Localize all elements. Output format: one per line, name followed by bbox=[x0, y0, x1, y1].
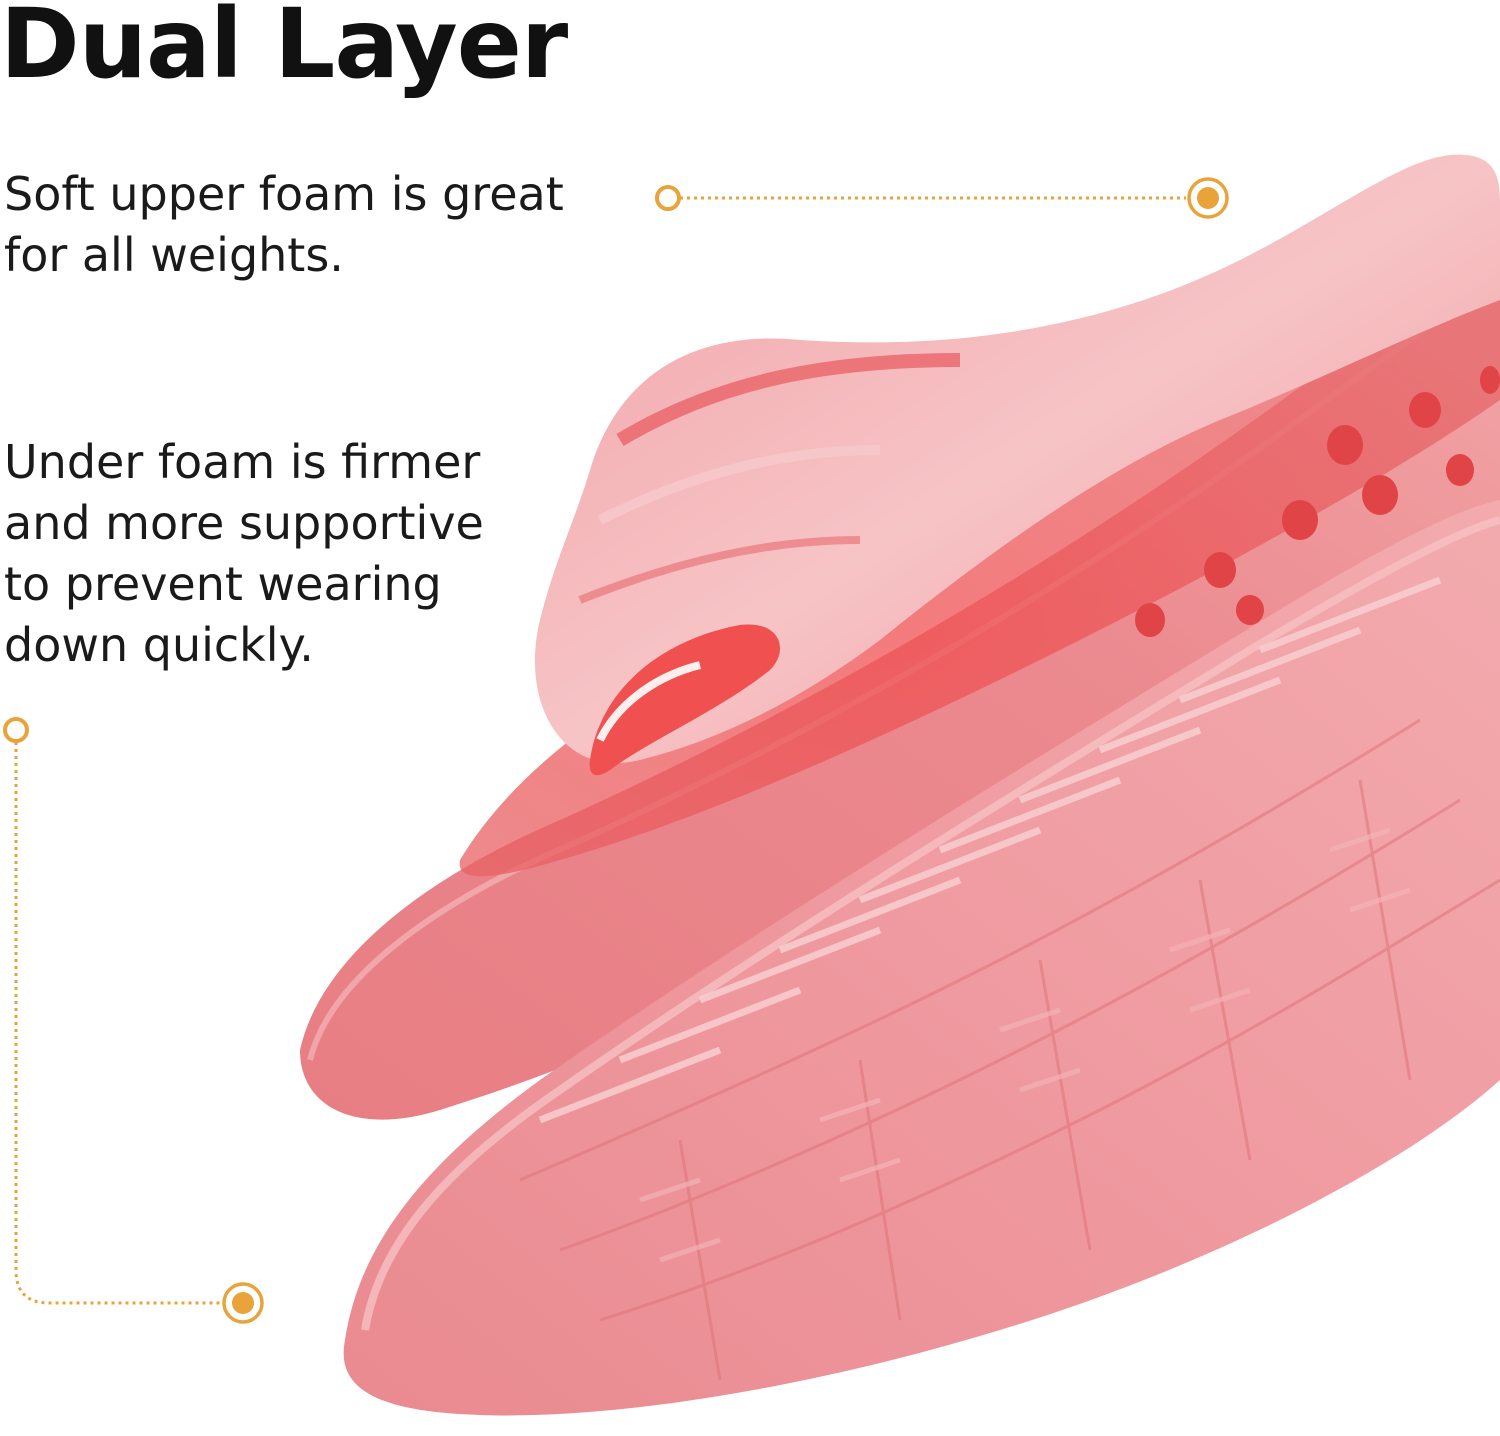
upper-foam-caption-line: Soft upper foam is great bbox=[4, 167, 564, 221]
under-foam-caption-line: Under foam is firmer bbox=[4, 435, 481, 489]
under-foam-caption: Under foam is firmer and more supportive… bbox=[4, 432, 484, 676]
upper-slide bbox=[300, 154, 1500, 1120]
upper-foam-caption-line: for all weights. bbox=[4, 228, 344, 282]
upper-foam-caption: Soft upper foam is great for all weights… bbox=[4, 164, 564, 286]
under-foam-caption-line: and more supportive bbox=[4, 496, 484, 550]
under-foam-caption-line: down quickly. bbox=[4, 618, 314, 672]
page-title: Dual Layer bbox=[0, 0, 568, 100]
under-foam-caption-line: to prevent wearing bbox=[4, 557, 442, 611]
lower-slide-sole bbox=[343, 500, 1500, 1416]
